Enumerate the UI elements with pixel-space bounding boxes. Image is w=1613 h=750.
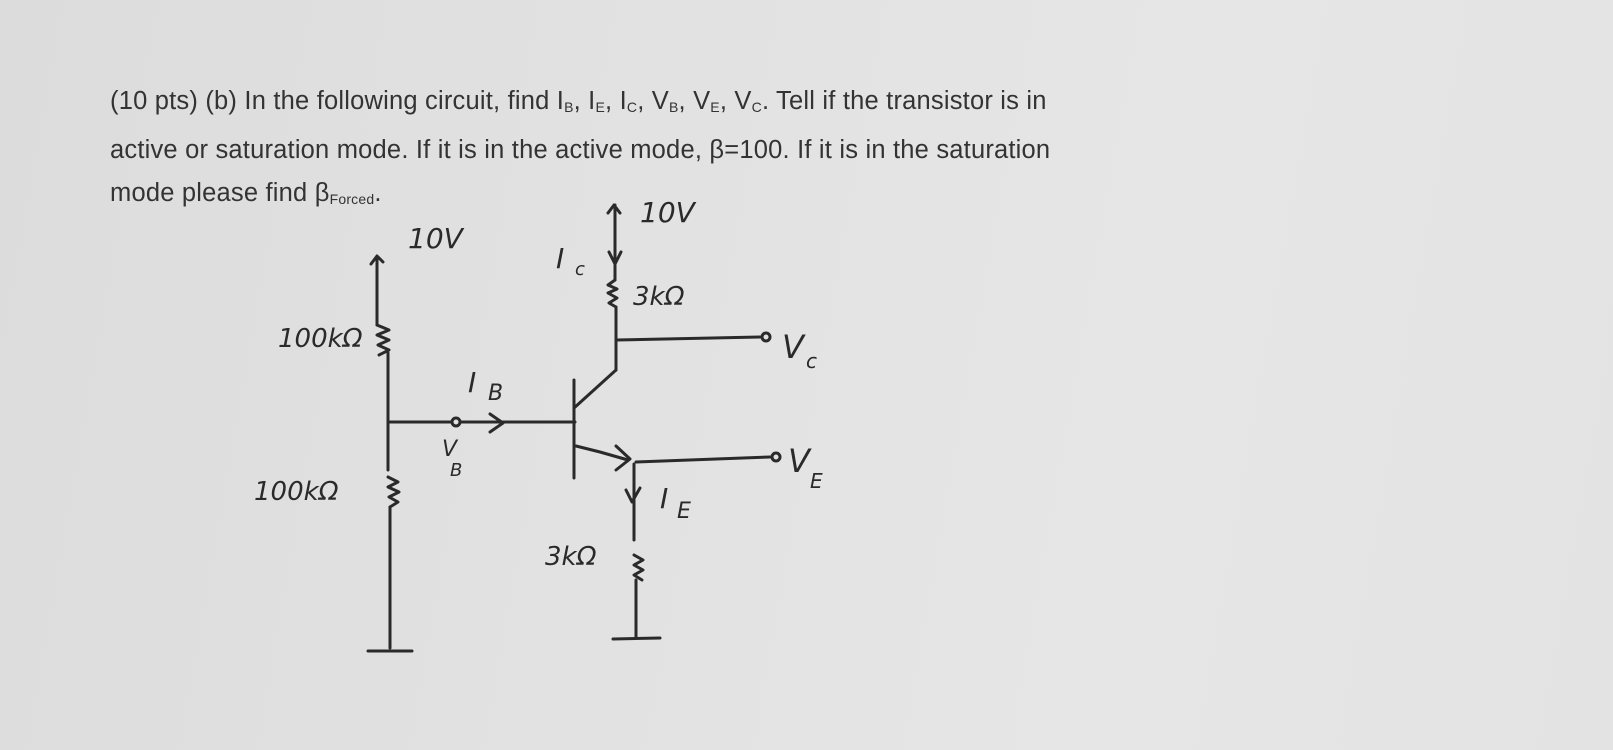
svg-text:V: V (442, 437, 459, 462)
left-supply-arrow-icon (369, 254, 385, 327)
svg-text:B: B (488, 381, 503, 406)
svg-text:V: V (782, 328, 806, 366)
emitter-wire (611, 451, 782, 641)
svg-text:c: c (806, 349, 817, 373)
problem-statement: (10 pts) (b) In the following circuit, f… (110, 80, 1250, 221)
ve-label: V E (788, 442, 823, 493)
vc-label: V c (782, 328, 817, 373)
svg-text:E: E (810, 469, 823, 493)
transistor (572, 318, 632, 480)
points-label: (10 pts) (110, 87, 199, 115)
resistor-top-left-label: 100kΩ (278, 324, 363, 354)
problem-line-1: (10 pts) (b) In the following circuit, f… (110, 87, 1047, 115)
ic-label: I c (556, 242, 585, 280)
svg-text:I: I (468, 366, 476, 399)
svg-text:I: I (660, 482, 668, 515)
supply-right-label: 10V (640, 196, 697, 229)
resistor-top-left (375, 323, 391, 472)
collector-wire (606, 203, 772, 343)
resistor-emitter-label: 3kΩ (545, 542, 597, 572)
svg-text:B: B (450, 460, 462, 481)
svg-text:E: E (677, 499, 691, 524)
ib-label: I B (468, 366, 503, 406)
part-label: (b) (205, 87, 238, 115)
svg-text:c: c (575, 259, 585, 280)
problem-line-2: active or saturation mode. If it is in t… (110, 136, 1051, 164)
resistor-collector-label: 3kΩ (633, 282, 685, 312)
problem-line-3: mode please find βForced. (110, 179, 382, 207)
vb-label: V B (442, 437, 462, 481)
svg-text:I: I (556, 242, 564, 275)
resistor-bottom-left-label: 100kΩ (254, 477, 339, 507)
resistor-bottom-left (386, 475, 401, 650)
supply-left-label: 10V (408, 222, 465, 255)
ie-label: I E (660, 482, 691, 524)
svg-text:V: V (788, 442, 812, 480)
base-wire (386, 412, 577, 434)
